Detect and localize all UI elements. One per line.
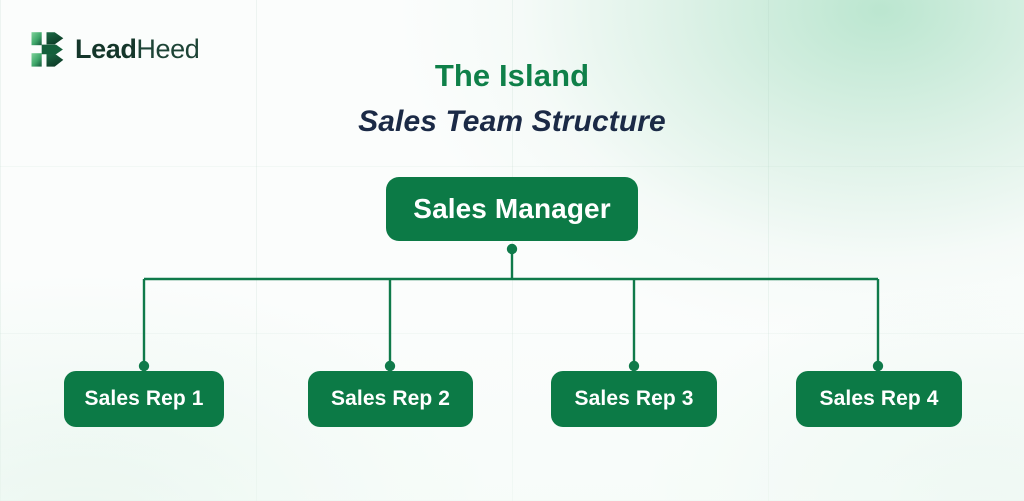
connector-dot-rep-3 xyxy=(628,360,640,372)
connector-dot-rep-1 xyxy=(138,360,150,372)
page-title: The Island xyxy=(434,58,590,93)
org-node-sales-rep-3[interactable]: Sales Rep 3 xyxy=(551,371,717,427)
org-node-sales-rep-1[interactable]: Sales Rep 1 xyxy=(64,371,224,427)
page-subtitle: Sales Team Structure xyxy=(358,104,666,138)
org-node-sales-manager[interactable]: Sales Manager xyxy=(386,177,638,241)
connector-dot-rep-4 xyxy=(872,360,884,372)
brand-wordmark-bold: Lead xyxy=(75,34,137,64)
leadheed-arrow-logo-icon xyxy=(30,31,66,68)
org-node-sales-rep-4[interactable]: Sales Rep 4 xyxy=(796,371,962,427)
connector-dot-manager xyxy=(506,243,518,255)
org-node-sales-rep-2[interactable]: Sales Rep 2 xyxy=(308,371,473,427)
brand-wordmark-light: Heed xyxy=(136,34,200,64)
title-block: The Island Sales Team Structure xyxy=(0,58,1024,140)
brand-logo[interactable]: LeadHeed xyxy=(30,31,200,68)
connector-dot-rep-2 xyxy=(384,360,396,372)
brand-wordmark: LeadHeed xyxy=(75,34,200,64)
